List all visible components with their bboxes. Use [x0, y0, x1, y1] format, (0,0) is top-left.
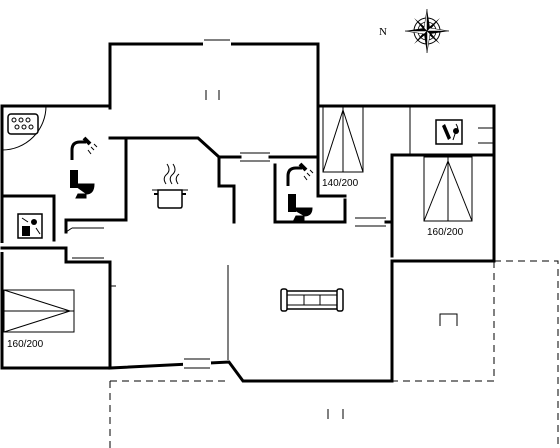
- door-swing-arc: [1, 105, 47, 151]
- wine-icon: [435, 119, 463, 145]
- outer-walls: [0, 42, 496, 383]
- column-markers: [205, 90, 458, 419]
- washing-machine-icon: [17, 213, 43, 239]
- toilet-icon-2: [288, 194, 313, 221]
- terraces: [109, 260, 559, 448]
- bed-label-160-left: 160/200: [7, 339, 44, 350]
- bed-label-160-right: 160/200: [427, 227, 464, 238]
- compass-north-label: N: [379, 26, 387, 38]
- sofa-icon: [280, 288, 344, 312]
- toilet-icon: [70, 170, 95, 199]
- shower-icon-2: [286, 162, 314, 186]
- door-openings: [0, 41, 231, 367]
- bed-label-140: 140/200: [322, 178, 359, 189]
- door-frames: [65, 39, 386, 369]
- bed-140: [322, 105, 364, 173]
- jacuzzi-icon: [7, 113, 39, 135]
- cooking-pot-icon: [152, 163, 188, 209]
- shower-icon: [70, 136, 98, 160]
- bed-160-left: [3, 289, 75, 333]
- bed-160-right: [423, 156, 473, 222]
- interior-walls: [0, 104, 496, 370]
- chair-icon: [439, 313, 458, 326]
- compass-rose-icon: [404, 8, 450, 54]
